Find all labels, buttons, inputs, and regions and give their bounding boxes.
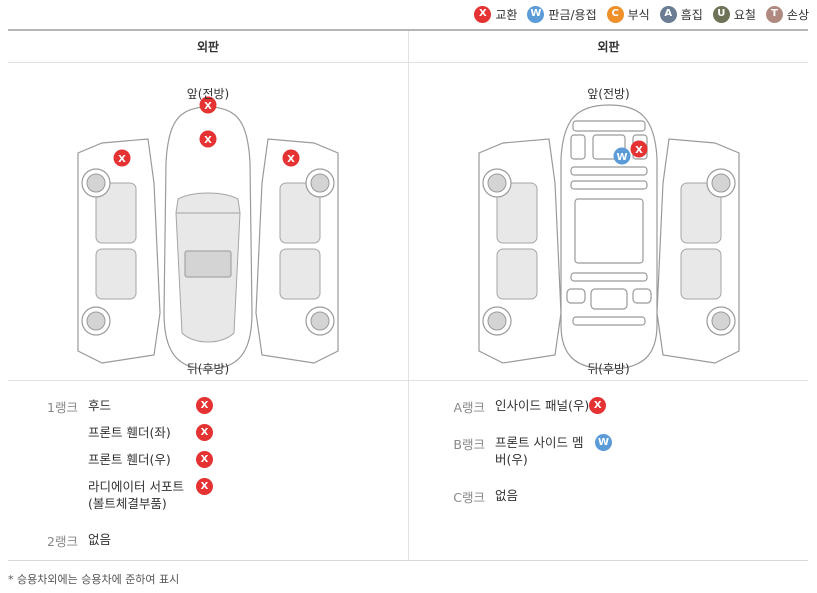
sheet-metal-marker-icon: W [527, 5, 545, 23]
svg-text:W: W [616, 152, 627, 163]
footnote: * 승용차외에는 승용차에 준하여 표시 [8, 573, 180, 586]
frame-car-diagram: W X [478, 104, 740, 370]
svg-text:X: X [635, 145, 643, 156]
no-damage-text: 없음 [88, 532, 112, 547]
legend-label: 판금/용접 [548, 7, 597, 22]
rank-label: B랭크 [453, 437, 485, 452]
legend-label: 교환 [495, 7, 518, 22]
exchange-marker-icon: X [589, 397, 607, 414]
exterior-column: 외판 [8, 31, 408, 560]
car-top-view-icon [163, 106, 253, 370]
legend-label: 부식 [627, 7, 650, 22]
exterior-damage-list: 1랭크 후드 X 프론트 휀더(좌) X 프론트 휀더(우) X 라디에이터 서포트(… [8, 381, 408, 550]
svg-text:X: X [118, 154, 126, 165]
corrosion-marker-icon: C [606, 5, 624, 23]
frame-diagram: W X 앞(전방) 뒤(후방) [409, 63, 808, 381]
part-name: 프론트 휀더(좌) [88, 425, 171, 440]
rank-label: C랭크 [453, 490, 485, 505]
exchange-marker-icon: X [196, 478, 213, 495]
column-title: 외판 [409, 31, 808, 63]
front-side-member-sheet-metal-marker[interactable]: W [613, 147, 631, 165]
part-name: 라디에이터 서포트(볼트체결부품) [88, 479, 184, 511]
front-direction-label: 앞(전방) [186, 87, 230, 101]
damage-marker-icon: T [765, 5, 783, 23]
damage-item: 프론트 휀더(우) X [88, 451, 408, 469]
damage-item: 프론트 사이드 멤버(우) W [495, 434, 808, 468]
rank-row-2: 2랭크 없음 [8, 531, 408, 550]
car-right-side-icon [255, 138, 339, 364]
rank-row-a: A랭크 인사이드 패널(우)X [409, 397, 808, 424]
exchange-marker-icon: X [196, 451, 213, 468]
part-name: 인사이드 패널(우) [495, 398, 590, 413]
rear-direction-label: 뒤(후방) [186, 362, 230, 376]
sheet-metal-marker-icon: W [595, 434, 612, 451]
frame-column: 외판 [408, 31, 808, 560]
inside-panel-exchange-marker[interactable]: X [630, 140, 648, 158]
no-damage-text: 없음 [495, 488, 519, 503]
rank-label: A랭크 [453, 400, 485, 415]
legend-label: 손상 [786, 7, 809, 22]
inspection-table: 외판 [8, 29, 808, 561]
radiator-support-exchange-marker[interactable]: X [199, 130, 217, 148]
scratch-marker-icon: A [659, 5, 677, 23]
front-fender-right-exchange-marker[interactable]: X [282, 149, 300, 167]
car-left-side-icon [77, 138, 161, 364]
rank-row-1: 1랭크 후드 X 프론트 휀더(좌) X 프론트 휀더(우) X 라디에이터 서포트(… [8, 397, 408, 521]
legend-label: 요철 [733, 7, 756, 22]
svg-text:X: X [287, 154, 295, 165]
damage-item: 인사이드 패널(우)X [495, 397, 808, 415]
part-name: 프론트 사이드 멤버(우) [495, 435, 584, 467]
car-right-side-icon [656, 138, 740, 364]
exchange-marker-icon: X [196, 424, 213, 441]
hood-exchange-marker[interactable]: X [199, 96, 217, 114]
dent-marker-icon: U [712, 5, 730, 23]
rank-row-c: C랭크 없음 [409, 487, 808, 506]
svg-text:X: X [204, 101, 212, 112]
rear-direction-label: 뒤(후방) [587, 362, 630, 376]
legend-label: 흠집 [680, 7, 703, 22]
damage-item: 프론트 휀더(좌) X [88, 424, 408, 442]
exchange-marker-icon: X [474, 5, 492, 23]
part-name: 프론트 휀더(우) [88, 452, 171, 467]
rank-row-b: B랭크 프론트 사이드 멤버(우) W [409, 434, 808, 477]
car-frame-top-view-icon [560, 104, 658, 370]
damage-item: 라디에이터 서포트(볼트체결부품) X [88, 478, 408, 512]
rank-label: 1랭크 [47, 400, 78, 415]
column-title: 외판 [8, 31, 408, 63]
svg-text:X: X [204, 135, 212, 146]
exchange-marker-icon: X [196, 397, 213, 414]
front-fender-left-exchange-marker[interactable]: X [113, 149, 131, 167]
car-left-side-icon [478, 138, 562, 364]
exterior-diagram: X X X X 앞(전방) 뒤(후방) [8, 63, 408, 381]
rank-label: 2랭크 [47, 534, 78, 549]
front-direction-label: 앞(전방) [587, 87, 630, 101]
part-name: 후드 [88, 398, 112, 413]
damage-item: 후드 X [88, 397, 408, 415]
exterior-car-diagram: X X X X [77, 96, 339, 370]
frame-damage-list: A랭크 인사이드 패널(우)X B랭크 프론트 사이드 멤버(우) W C랭크 없… [409, 381, 808, 506]
